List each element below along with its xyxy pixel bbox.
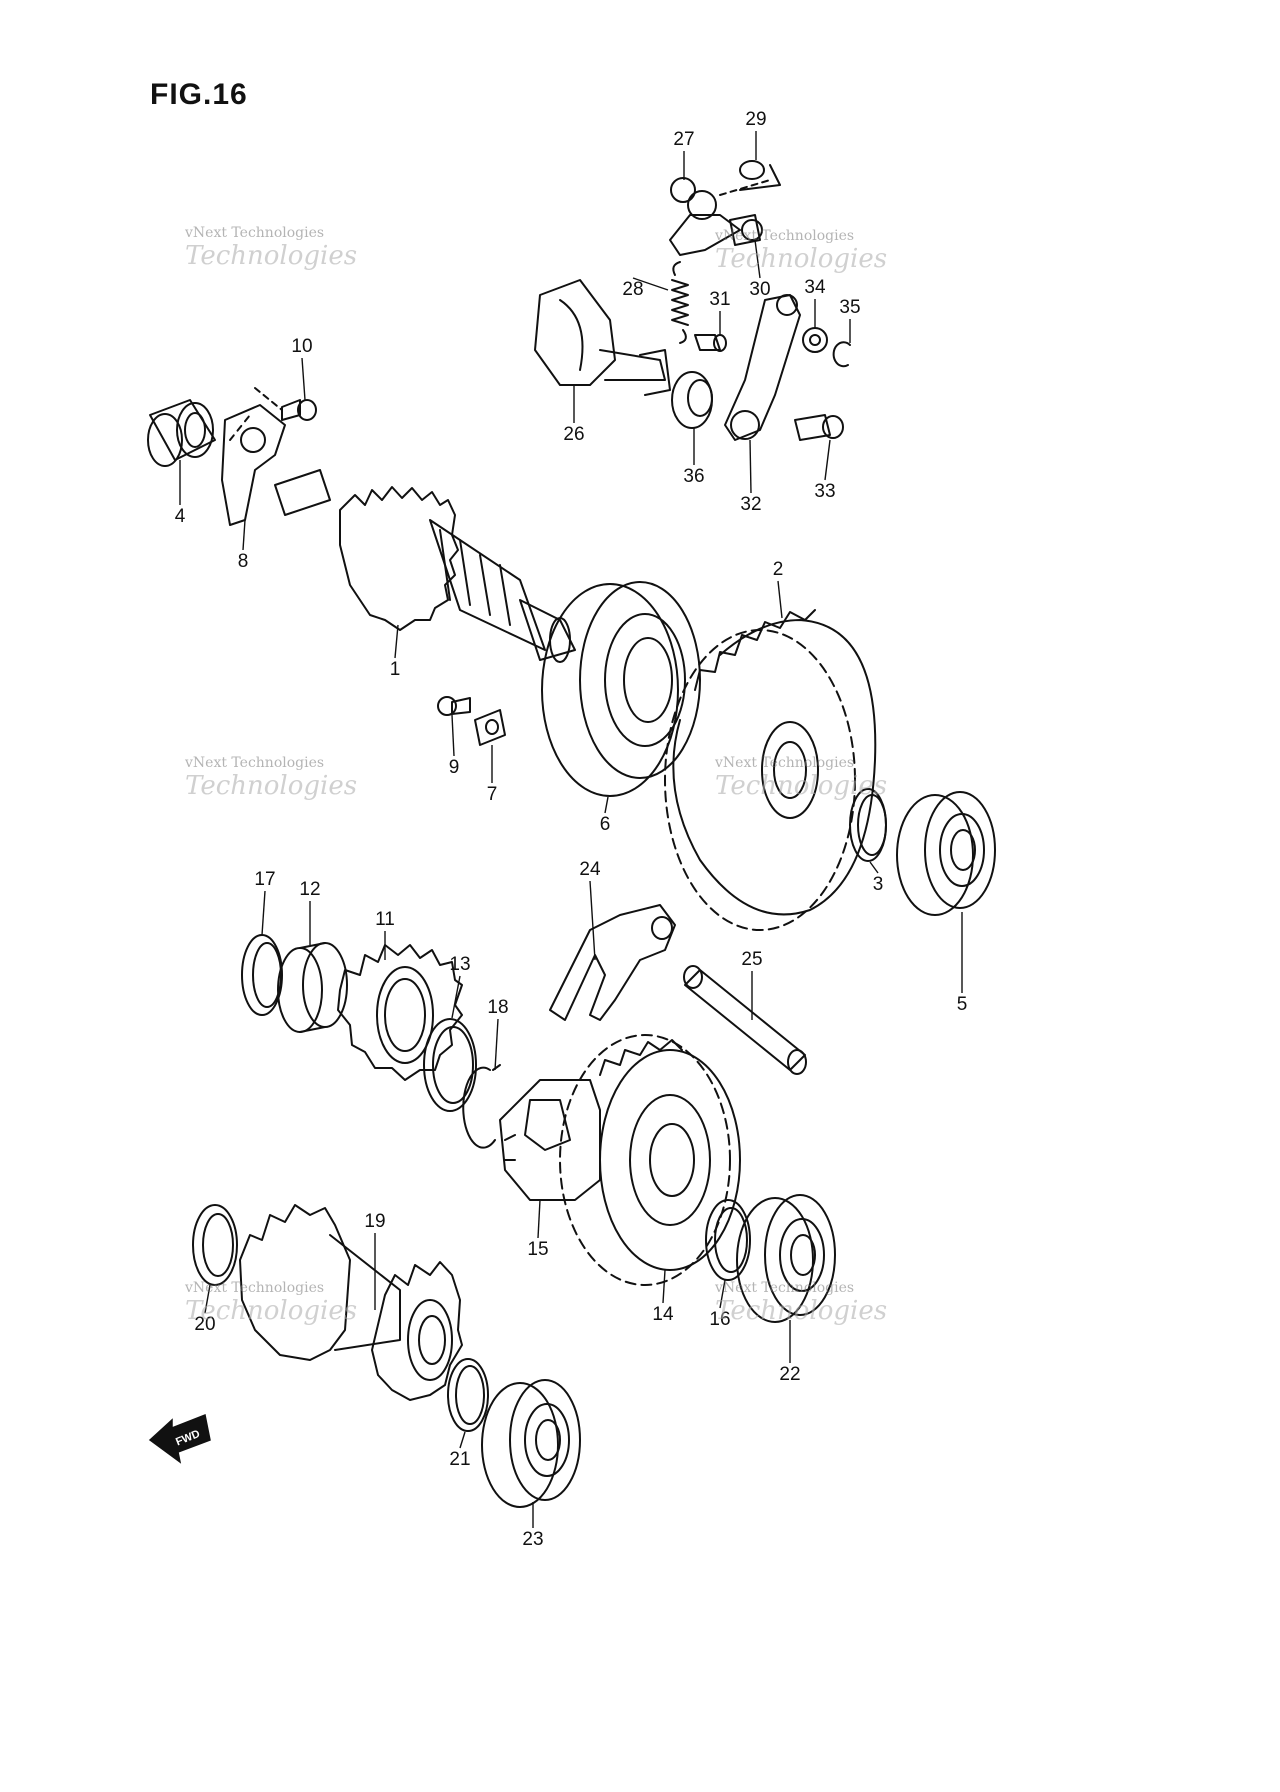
leader-16 xyxy=(719,1279,726,1309)
callout-30: 30 xyxy=(749,279,770,300)
part-24-shift-fork xyxy=(549,904,676,1021)
leader-9 xyxy=(451,714,455,757)
fwd-arrow-icon: FWD xyxy=(148,1413,211,1464)
callout-12: 12 xyxy=(299,879,320,900)
part-19-drive-gear xyxy=(239,1204,463,1401)
leader-14 xyxy=(662,1269,666,1304)
callout-18: 18 xyxy=(487,997,508,1018)
figure-title: FIG.16 xyxy=(150,78,248,111)
part-36-bearing xyxy=(671,371,713,429)
callout-11: 11 xyxy=(375,909,395,930)
callout-16: 16 xyxy=(709,1309,730,1330)
part-20-washer xyxy=(192,1204,238,1286)
part-1-countershaft xyxy=(274,469,576,663)
part-23-bearing xyxy=(481,1379,581,1508)
callout-24: 24 xyxy=(579,859,601,880)
part-28-spring xyxy=(671,261,689,344)
leader-17 xyxy=(261,890,266,936)
part-5-bearing xyxy=(896,791,996,916)
part-26-shift-drum xyxy=(534,279,671,396)
leader-6 xyxy=(604,796,609,814)
leader-2 xyxy=(777,580,783,619)
part-14-gear xyxy=(559,1034,741,1286)
leader-18 xyxy=(494,1018,499,1071)
leader-28 xyxy=(632,277,669,291)
part-16-washer xyxy=(705,1199,751,1281)
leader-21 xyxy=(459,1431,466,1449)
leader-8 xyxy=(242,519,246,551)
callout-13: 13 xyxy=(449,954,470,975)
part-34-washer xyxy=(802,327,828,353)
callout-9: 9 xyxy=(449,757,460,778)
callout-3: 3 xyxy=(873,874,884,895)
part-27-stopper-arm xyxy=(669,177,771,256)
callout-2: 2 xyxy=(773,559,784,580)
callout-21: 21 xyxy=(449,1449,470,1470)
part-31-pin xyxy=(694,334,727,352)
part-15-gear-hub xyxy=(499,1079,601,1201)
callout-14: 14 xyxy=(652,1304,674,1325)
part-11-gear xyxy=(337,944,463,1081)
leader-10 xyxy=(301,357,306,401)
part-8-holder-plate xyxy=(221,404,286,526)
callout-labels: 1234567891011121314151617181920212223242… xyxy=(175,109,968,1550)
leader-33 xyxy=(824,439,831,481)
callout-28: 28 xyxy=(622,279,643,300)
callout-7: 7 xyxy=(487,784,498,805)
part-3-circlip xyxy=(849,788,887,862)
callout-33: 33 xyxy=(814,481,835,502)
part-30-bolt xyxy=(729,214,763,246)
part-4-needle-bearing xyxy=(147,399,216,467)
callout-6: 6 xyxy=(600,814,611,835)
callout-17: 17 xyxy=(254,869,275,890)
callout-26: 26 xyxy=(563,424,584,445)
callout-36: 36 xyxy=(683,466,704,487)
part-29-washer xyxy=(739,160,781,191)
leader-3 xyxy=(869,861,879,874)
leader-20 xyxy=(204,1284,211,1314)
callout-19: 19 xyxy=(364,1211,385,1232)
callout-22: 22 xyxy=(779,1364,800,1385)
part-32-shift-arm xyxy=(724,294,801,441)
part-35-circlip xyxy=(832,341,851,368)
part-18-circlip xyxy=(462,1064,501,1149)
callout-29: 29 xyxy=(745,109,766,130)
callout-8: 8 xyxy=(238,551,249,572)
part-33-bolt xyxy=(794,414,844,441)
leader-15 xyxy=(537,1199,541,1239)
callout-5: 5 xyxy=(957,994,968,1015)
leader-1 xyxy=(394,624,399,659)
part-9-screw xyxy=(437,696,471,716)
leader-lines xyxy=(179,131,963,1528)
callout-32: 32 xyxy=(740,494,761,515)
part-7-washer xyxy=(474,709,506,746)
part-21-washer xyxy=(447,1358,489,1432)
part-12-spacer xyxy=(277,942,348,1033)
leader-30 xyxy=(754,239,761,279)
callout-34: 34 xyxy=(804,277,826,298)
part-17-seal xyxy=(241,934,283,1016)
leader-13 xyxy=(451,975,461,1019)
leader-24 xyxy=(589,880,596,961)
callout-23: 23 xyxy=(522,1529,543,1550)
callout-27: 27 xyxy=(673,129,694,150)
callout-10: 10 xyxy=(291,336,312,357)
part-10-screw xyxy=(254,387,317,421)
part-22-bearing xyxy=(736,1194,836,1323)
callout-35: 35 xyxy=(839,297,860,318)
part-6-bearing xyxy=(541,581,701,797)
callout-25: 25 xyxy=(741,949,762,970)
part-25-fork-shaft xyxy=(683,965,807,1075)
part-13-washer xyxy=(423,1018,477,1112)
part-2-large-gear xyxy=(664,609,877,931)
callout-31: 31 xyxy=(709,289,730,310)
callout-1: 1 xyxy=(390,659,401,680)
callout-20: 20 xyxy=(194,1314,215,1335)
callout-4: 4 xyxy=(175,506,186,527)
leader-32 xyxy=(749,439,752,494)
callout-15: 15 xyxy=(527,1239,548,1260)
